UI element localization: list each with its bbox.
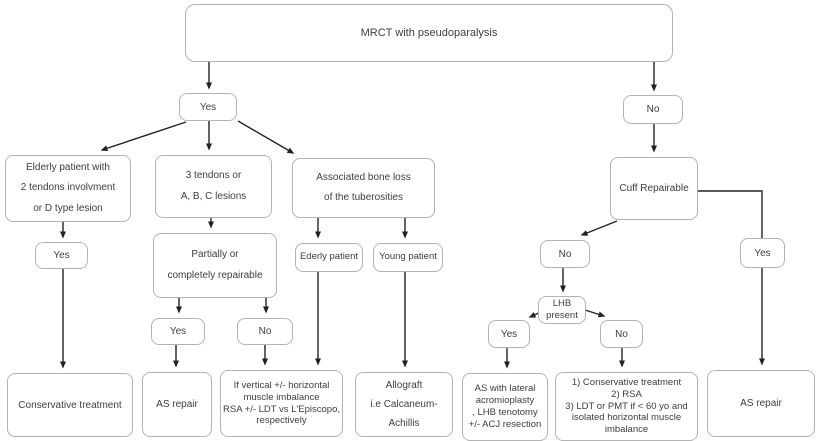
node-young-patient: Young patient (373, 243, 443, 272)
node-muscle-imbalance-rsa: If vertical +/- horizontal muscle imbala… (220, 370, 343, 437)
node-ederly-patient: Ederly patient (295, 243, 363, 272)
node-yes-lhb: Yes (488, 320, 530, 348)
connector-cuff-to-yes (698, 190, 763, 238)
node-allograft: Allograft i.e Calcaneum-Achillis (355, 372, 453, 437)
node-yes-cuff: Yes (740, 238, 785, 268)
node-mrct-with-pseudoparalysis: MRCT with pseudoparalysis (185, 4, 673, 62)
node-no-cuff: No (540, 240, 590, 268)
node-yes-partial: Yes (151, 318, 205, 345)
node-no-lhb: No (600, 320, 643, 348)
node-yes-main: Yes (179, 93, 237, 121)
node-as-repair-right: AS repair (707, 370, 815, 437)
node-as-lateral-acromioplasty: AS with lateral acromioplasty , LHB teno… (462, 373, 548, 441)
node-associated-bone-loss: Associated bone loss of the tuberosities (292, 158, 435, 218)
node-conservative-treatment: Conservative treatment (7, 373, 133, 437)
node-no-partial: No (237, 318, 293, 345)
node-partially-repairable: Partially or completely repairable (153, 233, 277, 298)
node-no-main: No (623, 95, 683, 124)
node-cuff-repairable: Cuff Repairable (610, 157, 698, 220)
arrow-cuff-to-no (580, 220, 618, 236)
arrow-lhb-to-no (584, 309, 606, 318)
node-yes-elderly: Yes (35, 242, 88, 269)
node-as-repair-left: AS repair (142, 372, 212, 437)
arrow-yes-to-boneloss (237, 120, 295, 154)
node-lhb-present: LHB present (538, 296, 586, 324)
arrow-yes-to-elderly (100, 121, 187, 152)
node-elderly-2-tendons: Elderly patient with 2 tendons involvmen… (5, 155, 131, 222)
node-3-tendons: 3 tendons or A, B, C lesions (155, 155, 272, 218)
node-treatment-options: 1) Conservative treatment 2) RSA 3) LDT … (555, 372, 698, 441)
